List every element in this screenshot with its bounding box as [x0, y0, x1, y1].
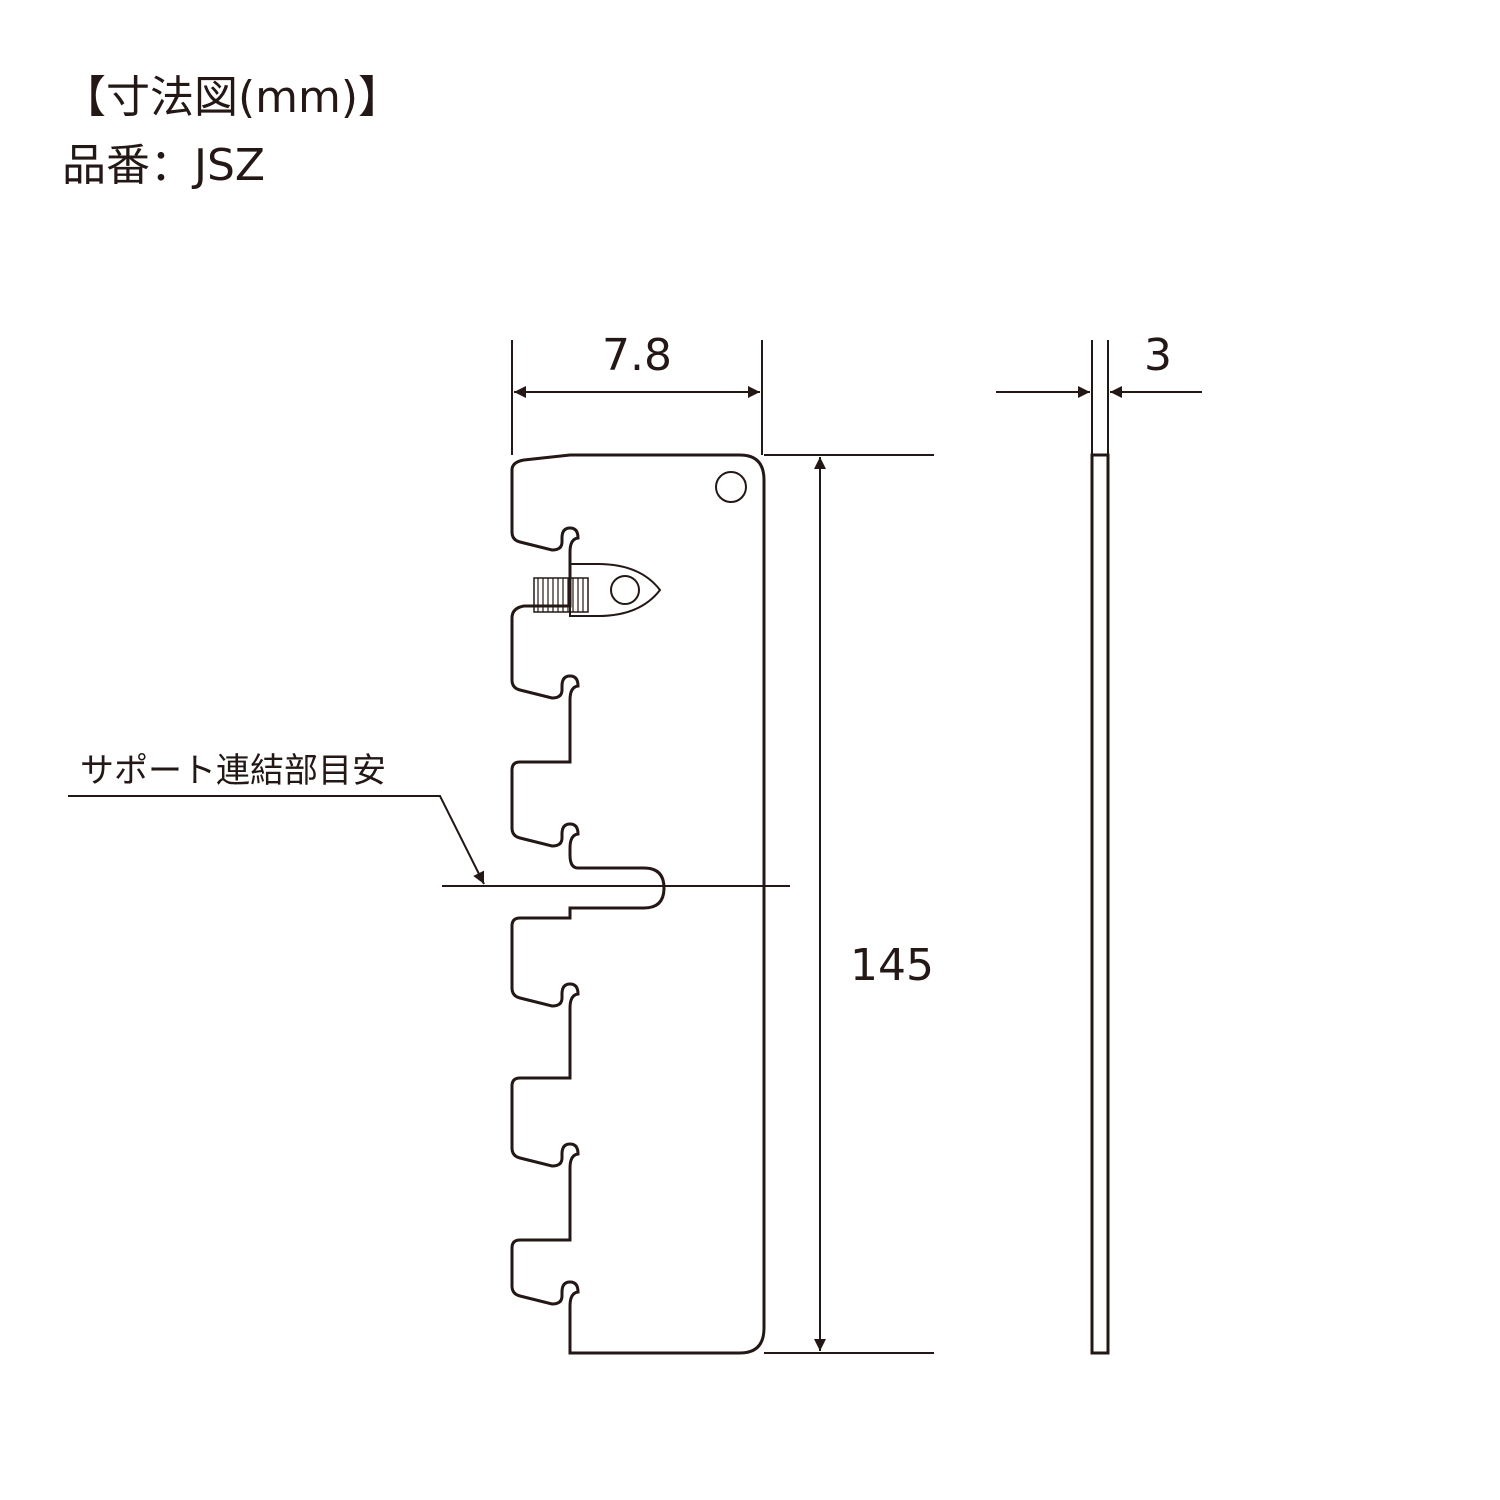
diagram-title: 【寸法図(mm)】 [62, 72, 403, 123]
width-dimension [511, 340, 763, 455]
height-label: 145 [850, 940, 934, 991]
clip-grip [533, 577, 589, 613]
clip-grip-ridges [537, 578, 584, 612]
support-joint-label: サポート連結部目安 [80, 751, 386, 791]
rail-plate-outline [510, 453, 766, 1355]
mounting-hole [715, 471, 747, 503]
side-view-plate [1090, 453, 1110, 1355]
thickness-label: 3 [1144, 330, 1172, 381]
thickness-dimension [996, 340, 1202, 455]
support-joint-leader [68, 795, 790, 887]
product-code: 品番：JSZ [62, 140, 266, 191]
clip-hole-icon [610, 575, 640, 605]
height-dimension [764, 454, 934, 1354]
support-clip [569, 563, 662, 617]
width-label: 7.8 [602, 330, 672, 381]
